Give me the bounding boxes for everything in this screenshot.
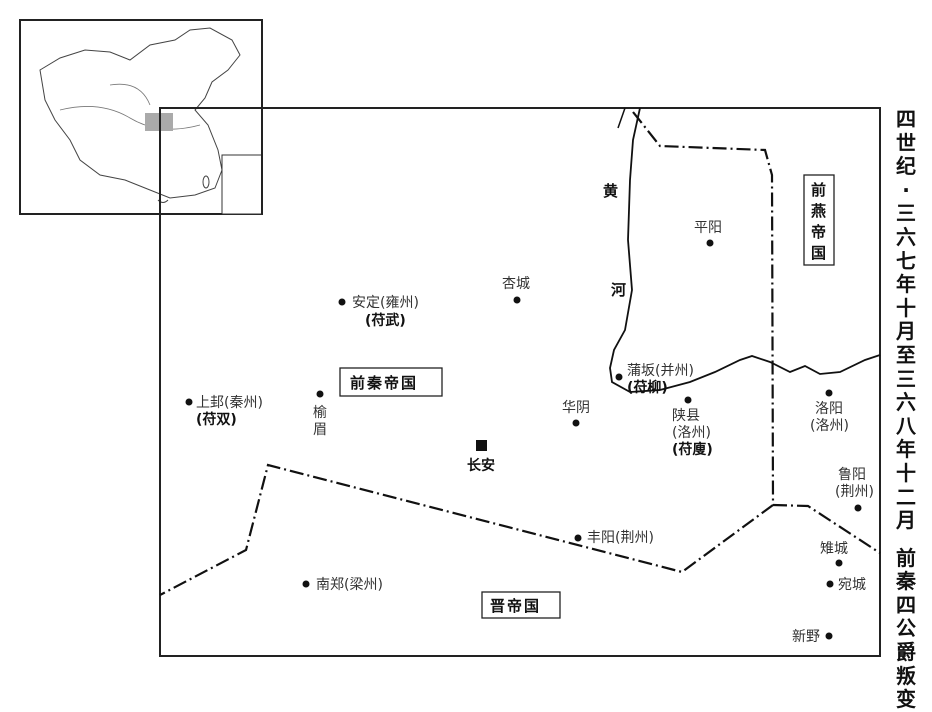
river-label-char: 河 (611, 281, 626, 299)
title-char: 秦 (896, 569, 916, 594)
title-char: 十 (896, 295, 916, 320)
province-name: (洛州) (672, 425, 711, 441)
title-char: 六 (896, 224, 916, 249)
state-label-jin: 晋帝国 (490, 597, 541, 615)
map-canvas: 黄 河 前秦帝国 晋帝国 前 燕 帝 国 长安 安定(雍州) (苻武) 上邽(秦… (19, 19, 881, 657)
city-name: 华阴 (562, 400, 590, 416)
capital-label: 长安 (467, 457, 495, 474)
city-name: 新野 (792, 629, 820, 645)
city-name: 南郑(梁州) (316, 577, 383, 593)
city-pingyang: 平阳 (694, 220, 722, 247)
city-name-char: 眉 (313, 422, 327, 438)
title-char: 四 (896, 107, 916, 131)
state-char: 帝 (811, 223, 828, 241)
title-char: 纪 (896, 154, 916, 179)
title-char: 三 (896, 366, 916, 391)
title-char: 叛 (896, 663, 916, 688)
city-shanxian: 陕县 (洛州) (苻廋) (672, 396, 713, 458)
city-name: 蒲坂(并州) (627, 363, 694, 379)
river-label-char: 黄 (603, 182, 618, 200)
city-huayin: 华阴 (562, 400, 590, 427)
title-char: 年 (896, 437, 916, 462)
city-name: 杏城 (502, 276, 530, 292)
city-name: 鲁阳 (838, 467, 866, 483)
state-char: 国 (811, 244, 828, 262)
city-fengyang: 丰阳(荆州) (574, 530, 654, 546)
title-char: 世 (896, 130, 916, 155)
title-char: 月 (896, 508, 916, 533)
title-char: 年 (896, 272, 916, 297)
yellow-river (609, 107, 881, 393)
city-name: 安定(雍州) (352, 295, 419, 311)
title-char: 前 (896, 545, 916, 570)
rebel-name: (苻武) (365, 312, 406, 329)
title-char: 公 (896, 616, 916, 641)
city-name: 陕县 (672, 408, 700, 424)
title-char: 至 (896, 342, 916, 367)
south-china-sea-inset (221, 154, 263, 215)
state-char: 前 (811, 181, 828, 199)
city-name: 平阳 (694, 220, 722, 236)
title-char: 爵 (896, 640, 916, 665)
city-luoyang: 洛阳 (洛州) (810, 389, 849, 434)
title-char: 月 (896, 319, 916, 344)
city-name-char: 榆 (313, 405, 327, 421)
rebel-name: (苻廋) (672, 441, 713, 458)
province-name: (荆州) (835, 484, 874, 500)
map-title: 四世纪·三六七年十月至三六八年十二月 前秦四公爵叛变 (893, 107, 919, 712)
city-shanggui: 上邽(秦州) (苻双) (185, 395, 263, 428)
city-wancheng: 宛城 (826, 577, 866, 593)
city-name: 洛阳 (815, 401, 843, 417)
title-char: 变 (896, 687, 916, 712)
city-nanzheng: 南郑(梁州) (302, 577, 383, 593)
city-zhicheng: 雉城 (820, 541, 848, 567)
city-xinye: 新野 (792, 629, 833, 645)
title-char: 四 (896, 592, 916, 617)
border-lines (159, 111, 881, 596)
title-sub: 前秦四公爵叛变 (893, 545, 919, 712)
title-char: 三 (896, 201, 916, 226)
capital-marker (476, 440, 487, 451)
city-yumei: 榆 眉 (313, 390, 327, 438)
city-name: 宛城 (838, 577, 866, 593)
city-name: 雉城 (820, 541, 848, 557)
title-char: · (902, 177, 910, 202)
title-char: 六 (896, 390, 916, 415)
rebel-name: (苻双) (196, 411, 237, 428)
title-main: 四世纪·三六七年十月至三六八年十二月 (893, 107, 919, 533)
title-char: 十 (896, 460, 916, 485)
state-char: 燕 (811, 202, 828, 220)
city-puban: 蒲坂(并州) (苻柳) (615, 363, 694, 396)
city-anding: 安定(雍州) (苻武) (338, 295, 419, 329)
title-char: 七 (896, 248, 916, 273)
title-char: 二 (896, 484, 916, 509)
city-name: 丰阳(荆州) (587, 530, 654, 546)
state-label-qianyan: 前 燕 帝 国 (811, 181, 828, 262)
city-xingcheng: 杏城 (502, 276, 530, 304)
map-frame (159, 107, 881, 657)
rebel-name: (苻柳) (627, 379, 668, 396)
title-char: 八 (896, 413, 916, 438)
city-luyang: 鲁阳 (荆州) (835, 467, 874, 512)
city-name: 上邽(秦州) (196, 395, 263, 411)
state-label-qianqin: 前秦帝国 (350, 374, 418, 392)
province-name: (洛州) (810, 418, 849, 434)
inset-china-map (19, 19, 263, 215)
